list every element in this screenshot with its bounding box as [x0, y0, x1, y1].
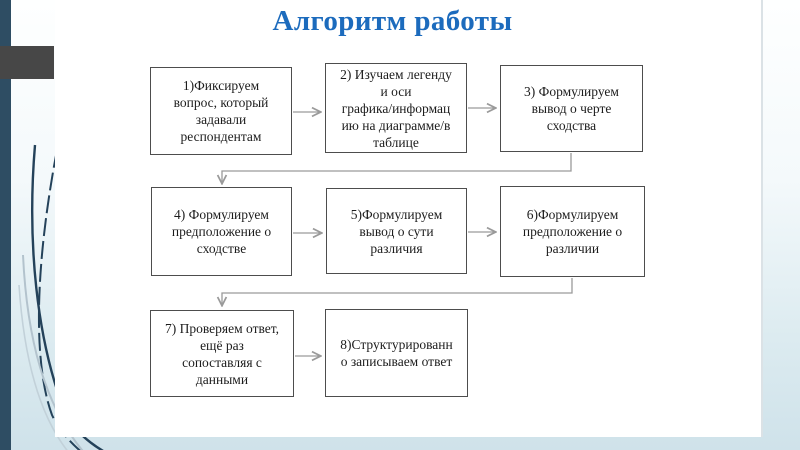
flow-box-6: 6)Формулируем предположение о различии: [500, 186, 645, 277]
flow-box-1: 1)Фиксируем вопрос, который задавали рес…: [150, 67, 292, 155]
slide-title: Алгоритм работы: [272, 5, 513, 37]
left-accent-block: [0, 46, 54, 79]
flow-box-5: 5)Формулируем вывод о сути различия: [326, 188, 467, 274]
connector-arrow-6-7: [222, 278, 573, 305]
flow-box-7: 7) Проверяем ответ, ещё раз сопоставляя …: [150, 310, 294, 397]
curve-light-2: [18, 284, 68, 450]
left-accent-bar: [0, 0, 11, 450]
flow-box-3: 3) Формулируем вывод о черте сходства: [500, 65, 643, 152]
connector-arrow-3-4: [222, 153, 572, 183]
flow-box-2: 2) Изучаем легенду и оси графика/информа…: [325, 63, 467, 153]
curve-dark-2: [37, 149, 81, 450]
curve-dark-1: [31, 144, 104, 450]
flow-box-8: 8)Структурированн о записываем ответ: [325, 309, 468, 397]
flow-box-4: 4) Формулируем предположение о сходстве: [151, 187, 292, 276]
